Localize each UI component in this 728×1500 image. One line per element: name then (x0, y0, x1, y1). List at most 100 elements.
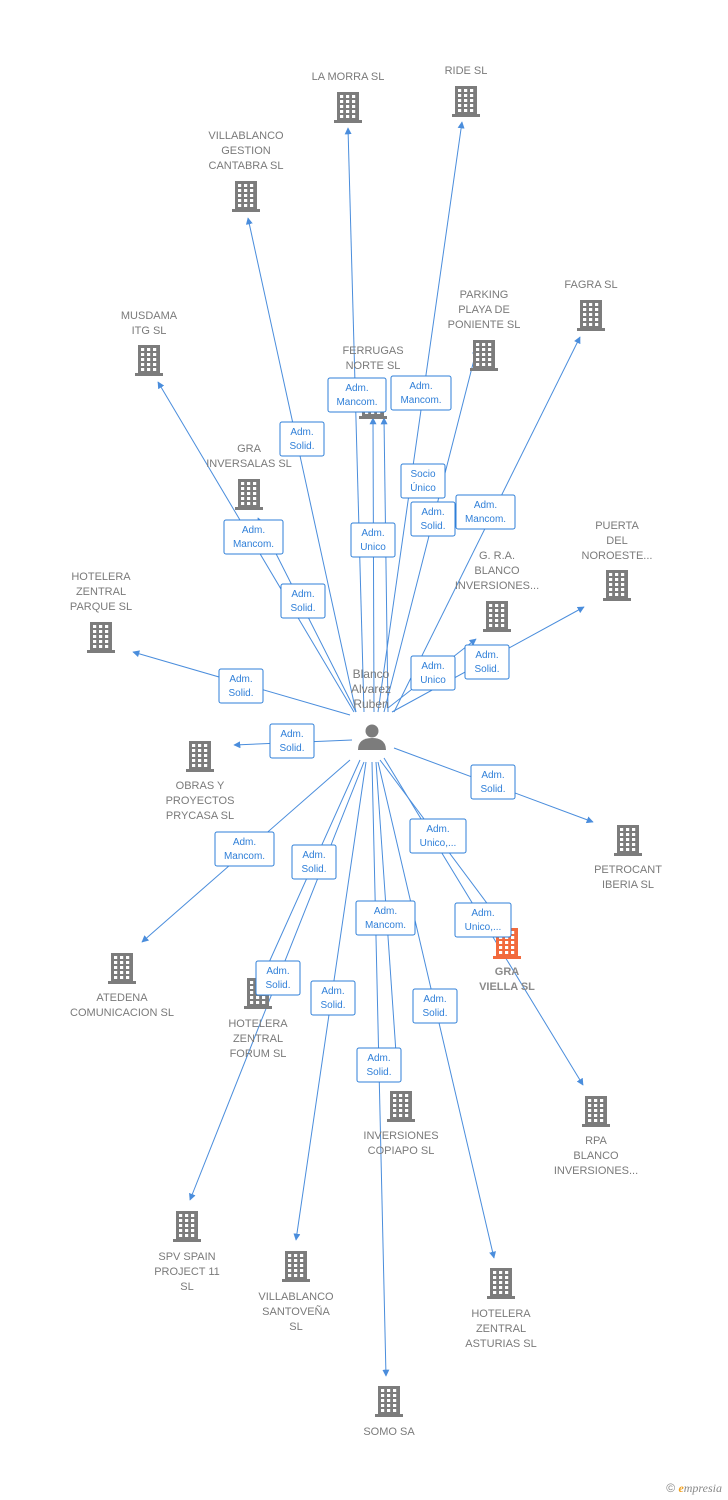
relation-label-text: Solid. (301, 864, 326, 875)
building-icon (232, 181, 260, 212)
company-name: VILLABLANCO (258, 1291, 334, 1303)
company-name: ZENTRAL (76, 586, 126, 598)
relation-label[interactable]: Adm.Mancom. (327, 377, 387, 413)
company-name: SL (289, 1321, 302, 1333)
relation-label-text: Mancom. (233, 539, 274, 550)
footer-brand[interactable]: © empresia (666, 1481, 722, 1496)
relation-label-box (455, 494, 516, 530)
relation-edge-ferrugas (380, 417, 389, 713)
building-icon (334, 92, 362, 123)
building-icon (470, 340, 498, 371)
company-node-gra_blanco[interactable]: G. R.A.BLANCOINVERSIONES... (455, 550, 539, 632)
company-node-rpa[interactable]: RPABLANCOINVERSIONES... (554, 1096, 638, 1177)
relation-label[interactable]: Adm.Solid. (410, 501, 456, 537)
relation-label[interactable]: Adm.Unico (410, 655, 456, 691)
relation-label[interactable]: Adm.Unico,... (454, 902, 512, 938)
relation-label-box (464, 644, 510, 680)
relation-label[interactable]: Adm.Mancom. (390, 375, 452, 411)
person-name: Ruben (353, 697, 388, 711)
company-name: PARQUE SL (70, 601, 132, 613)
relation-label[interactable]: Adm. Solid. (412, 988, 458, 1024)
edge-labels-layer: Adm.Solid.Adm.Mancom.Adm.Mancom.SocioÚni… (214, 375, 516, 1083)
company-name: IBERIA SL (602, 879, 654, 891)
relation-label[interactable]: Adm.Solid. (255, 960, 301, 996)
company-name: PLAYA DE (458, 304, 510, 316)
relation-label-box (412, 988, 458, 1024)
person-name: Alvarez (351, 682, 391, 696)
relation-label[interactable]: Adm.Unico (350, 522, 396, 558)
relation-label-text: Adm. (302, 850, 325, 861)
company-name: VILLABLANCO (208, 130, 284, 142)
relation-label[interactable]: Adm.Solid. (269, 723, 315, 759)
relation-label-text: Solid. (265, 980, 290, 991)
relation-label-text: Único (410, 481, 436, 494)
relation-label[interactable]: Adm.Solid. (279, 421, 325, 457)
relation-label-box (269, 723, 315, 759)
company-name: BLANCO (474, 565, 520, 577)
relation-label[interactable]: Adm.Unico,... (409, 818, 467, 854)
building-icon (282, 1251, 310, 1282)
building-icon (135, 345, 163, 376)
relation-label[interactable]: Adm.Mancom. (455, 494, 516, 530)
company-name: NOROESTE... (582, 550, 653, 562)
company-name: PUERTA (595, 520, 639, 532)
relation-label-text: Unico (360, 542, 386, 553)
relation-label[interactable]: Adm.Mancom. (214, 831, 275, 867)
relation-label-box (223, 519, 284, 555)
relation-label-text: Adm. (423, 994, 446, 1005)
relation-label[interactable]: Adm.Solid. (310, 980, 356, 1016)
company-name: DEL (606, 535, 627, 547)
company-name: SL (180, 1281, 193, 1293)
company-node-musdama[interactable]: MUSDAMA ITG SL (121, 310, 178, 376)
company-name: FAGRA SL (564, 279, 617, 291)
company-name: MUSDAMA (121, 310, 178, 322)
company-name: GESTION (221, 145, 271, 157)
relation-label-box (280, 583, 326, 619)
company-name: SPV SPAIN (158, 1251, 215, 1263)
relation-label[interactable]: Adm.Mancom. (223, 519, 284, 555)
company-name: ZENTRAL (476, 1323, 526, 1335)
relation-label[interactable]: Adm. Solid. (291, 844, 337, 880)
company-name: HOTELERA (471, 1308, 531, 1320)
company-node-somo[interactable]: SOMO SA (363, 1386, 415, 1438)
relation-label-box (350, 522, 396, 558)
company-name: BLANCO (573, 1150, 619, 1162)
building-icon (452, 86, 480, 117)
relation-label-text: Mancom. (224, 851, 265, 862)
company-name: PARKING (460, 289, 509, 301)
relation-label[interactable]: Adm.Solid. (280, 583, 326, 619)
relation-label[interactable]: Adm.Mancom. (355, 900, 416, 936)
relation-label-text: Adm. (367, 1053, 390, 1064)
company-node-ride[interactable]: RIDE SL (445, 65, 488, 117)
relation-label-box (400, 463, 446, 499)
relation-label[interactable]: Adm.Solid. (464, 644, 510, 680)
company-node-puerta_noroeste[interactable]: PUERTA DEL NOROESTE... (582, 520, 653, 601)
relation-label-text: Solid. (422, 1008, 447, 1019)
building-icon (614, 825, 642, 856)
company-name: INVERSIONES... (455, 580, 539, 592)
company-name: ITG SL (132, 325, 167, 337)
company-node-fagra[interactable]: FAGRA SL (564, 279, 618, 331)
relation-label-text: Adm. (409, 381, 432, 392)
relation-label[interactable]: Adm.Solid. (218, 668, 264, 704)
company-node-la_morra[interactable]: LA MORRA SL (312, 71, 385, 123)
relation-label[interactable]: Adm.Solid. (356, 1047, 402, 1083)
relation-label[interactable]: Adm.Solid. (470, 764, 516, 800)
relation-label-box (410, 501, 456, 537)
relation-label-box (356, 1047, 402, 1083)
company-name: FORUM SL (230, 1048, 287, 1060)
company-name: INVERSIONES (363, 1130, 438, 1142)
